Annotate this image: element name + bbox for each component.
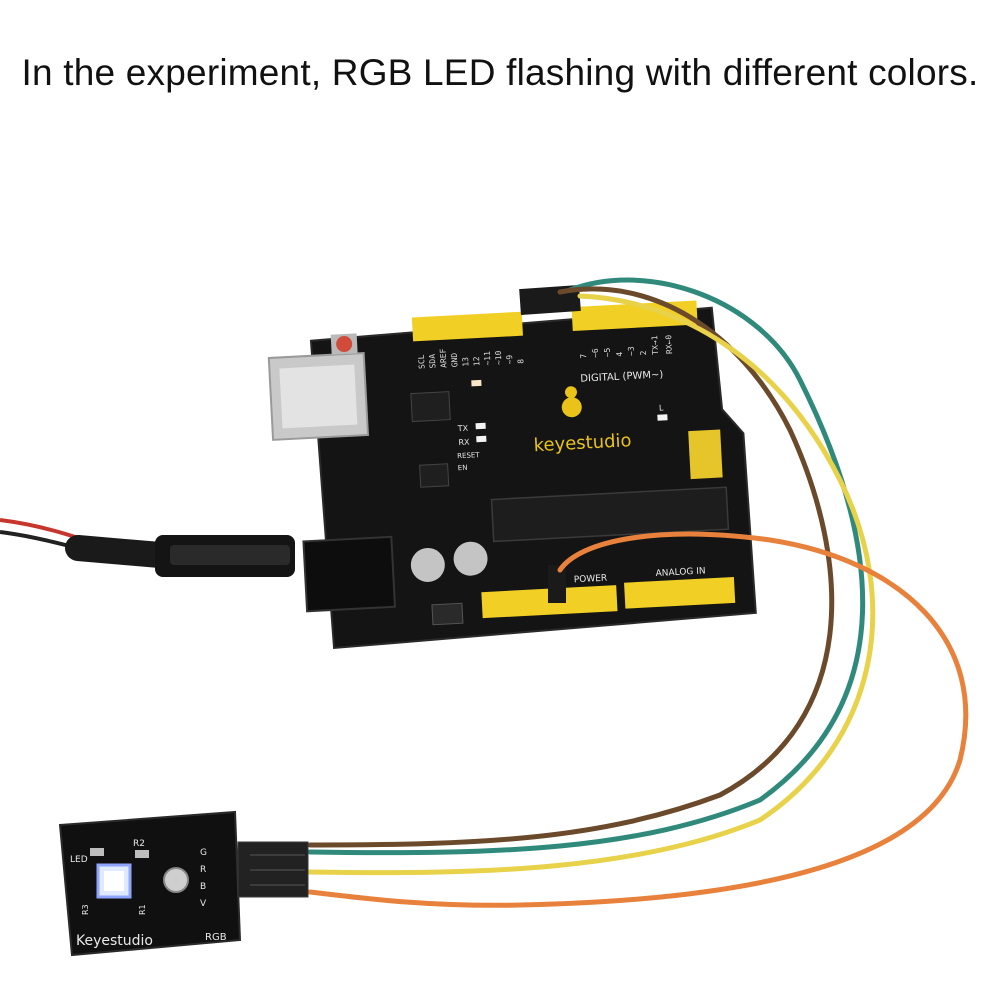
module-pin-g: G (200, 848, 207, 858)
svg-text:GND: GND (450, 352, 460, 367)
mounting-hole (163, 867, 189, 893)
wire-brown (307, 286, 835, 848)
rx-led (476, 435, 487, 443)
module-pin-r: R (200, 865, 206, 875)
power-label: POWER (574, 574, 608, 586)
caption-text: In the experiment, RGB LED flashing with… (21, 52, 979, 93)
svg-text:7: 7 (579, 353, 588, 358)
board-brand: keyestudio (533, 430, 632, 456)
jumper-wires (307, 277, 969, 908)
module-pin-v: V (200, 899, 207, 909)
rgb-led-module: LED R2 R3 R1 G R B V Keyestudio RGB (58, 810, 309, 957)
l-led (657, 414, 668, 421)
tx-led (475, 422, 486, 430)
module-r2-label: R2 (133, 839, 145, 849)
svg-text:13: 13 (461, 357, 471, 367)
svg-text:~10: ~10 (494, 350, 504, 365)
module-led-label: LED (70, 855, 88, 865)
reset-button (336, 336, 353, 353)
module-brand: Keyestudio (76, 933, 153, 949)
analog-header (624, 576, 736, 609)
analog-label: ANALOG IN (655, 566, 706, 579)
microcontroller-chip (490, 486, 730, 543)
svg-text:AREF: AREF (439, 348, 449, 368)
module-name: RGB (205, 932, 227, 943)
tx-label: TX (457, 424, 469, 434)
icsp-header (688, 429, 723, 480)
svg-text:2: 2 (639, 350, 648, 355)
svg-text:TX→1: TX→1 (650, 335, 660, 355)
capacitor-right (453, 541, 488, 576)
svg-text:~5: ~5 (603, 347, 613, 357)
svg-text:~3: ~3 (627, 346, 637, 356)
svg-text:~6: ~6 (591, 348, 601, 358)
digital-header-right (571, 300, 698, 332)
digital-header-left (411, 311, 523, 342)
keyestudio-logo (561, 386, 582, 418)
svg-text:8: 8 (516, 359, 525, 364)
l-label: L (659, 403, 664, 412)
module-r1-label: R1 (138, 904, 147, 915)
en-label: EN (458, 464, 468, 472)
power-cable (0, 518, 295, 577)
power-led (471, 379, 482, 387)
svg-text:RX←0: RX←0 (664, 334, 674, 354)
svg-text:12: 12 (472, 356, 482, 366)
module-r3-label: R3 (81, 904, 90, 915)
jumper-housing-bottom (548, 565, 566, 603)
pin-labels-left: SCL SDA AREF GND 13 12 ~11 ~10 ~9 8 (417, 348, 526, 369)
svg-text:SDA: SDA (428, 354, 438, 369)
usb-chip (410, 391, 451, 423)
capacitor-left (410, 547, 445, 582)
module-pin-b: B (200, 882, 206, 892)
wire-yellow (307, 293, 876, 876)
svg-text:~9: ~9 (505, 354, 515, 364)
svg-text:~11: ~11 (483, 351, 493, 366)
dc-jack (302, 535, 397, 613)
digital-label: DIGITAL (PWM~) (580, 369, 664, 384)
wire-orange (307, 531, 969, 908)
pin-labels-right: 7 ~6 ~5 4 ~3 2 TX→1 RX←0 (579, 334, 674, 358)
arduino-board: keyestudio DIGITAL (PWM~) POWER ANALOG I… (267, 300, 757, 650)
reset-label: RESET (457, 451, 481, 460)
svg-text:SCL: SCL (417, 354, 427, 369)
rx-label: RX (458, 438, 470, 448)
wire-green (307, 277, 866, 856)
svg-text:4: 4 (615, 351, 624, 356)
